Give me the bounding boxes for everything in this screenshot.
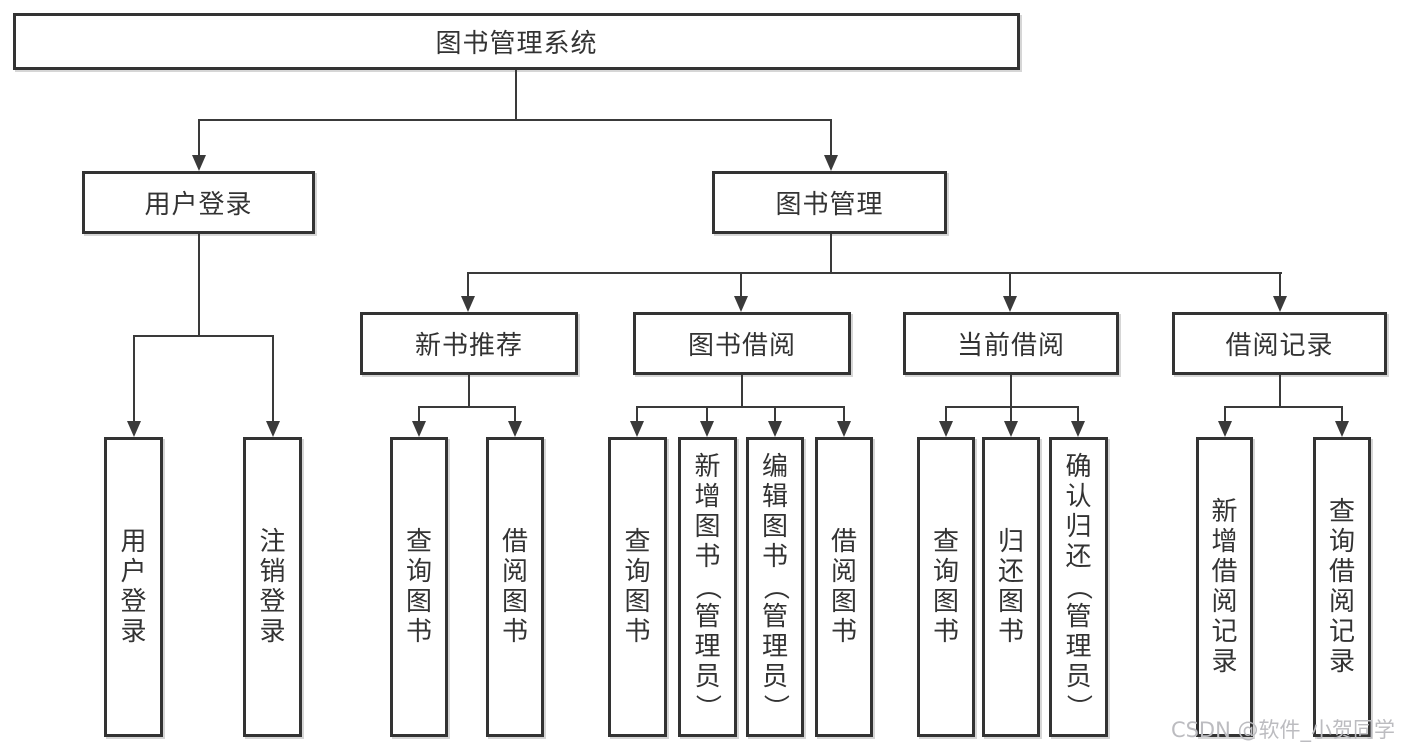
connector [515,70,517,120]
leaf-add-borrow-record: 新增借阅记录 [1196,437,1253,737]
connector [418,406,516,408]
connector [945,406,947,422]
arrowhead-icon [1003,296,1017,312]
connector [272,335,274,422]
arrowhead-icon [508,421,522,437]
leaf-edit-books-admin: 编辑图书（管理员） [746,437,804,737]
arrowhead-icon [1071,421,1085,437]
leaf-query-books: 查询图书 [608,437,667,737]
leaf-borrow-books: 借阅图书 [815,437,873,737]
connector [636,406,638,422]
connector [133,335,274,337]
node-book-borrowing: 图书借阅 [633,312,851,375]
node-book-management: 图书管理 [712,171,947,234]
node-label: 用户登录 [144,190,253,220]
connector [1010,406,1012,422]
node-label: 借阅记录 [1225,331,1334,361]
arrowhead-icon [734,296,748,312]
leaf-borrow-books: 借阅图书 [486,437,544,737]
arrowhead-icon [461,296,475,312]
node-user-login: 用户登录 [82,171,315,234]
arrowhead-icon [1273,296,1287,312]
connector [1077,406,1079,422]
connector [198,234,200,337]
arrowhead-icon [700,421,714,437]
connector [1279,375,1281,408]
connector [1224,406,1226,422]
node-library-management-system: 图书管理系统 [13,13,1020,70]
node-label: 新书推荐 [414,331,523,361]
leaf-return-books: 归还图书 [982,437,1040,737]
arrowhead-icon [1004,421,1018,437]
leaf-query-books: 查询图书 [917,437,975,737]
connector [843,406,845,422]
leaf-add-books-admin: 新增图书（管理员） [678,437,737,737]
connector [1009,272,1011,298]
node-new-book-recommend: 新书推荐 [360,312,578,375]
node-current-borrowing: 当前借阅 [903,312,1119,375]
arrowhead-icon [412,421,426,437]
node-borrow-records: 借阅记录 [1172,312,1387,375]
watermark: CSDN @软件_小贺同学 [1170,718,1395,742]
connector [514,406,516,422]
leaf-query-books: 查询图书 [390,437,448,737]
connector [774,406,776,422]
node-label: 图书管理 [775,190,884,220]
connector [1279,272,1281,298]
arrowhead-icon [127,421,141,437]
arrowhead-icon [630,421,644,437]
leaf-confirm-return-admin: 确认归还（管理员） [1049,437,1108,737]
connector [198,119,832,121]
connector [1010,375,1012,408]
node-label: 图书管理系统 [435,29,598,59]
node-label: 当前借阅 [956,331,1065,361]
leaf-logout: 注销登录 [243,437,302,737]
connector [1341,406,1343,422]
connector [830,234,832,274]
connector [740,272,742,298]
arrowhead-icon [824,155,838,171]
arrowhead-icon [1335,421,1349,437]
connector [636,406,844,408]
connector [830,119,832,158]
connector [198,119,200,158]
arrowhead-icon [192,155,206,171]
connector [418,406,420,422]
arrowhead-icon [837,421,851,437]
connector [1224,406,1343,408]
arrowhead-icon [266,421,280,437]
leaf-user-login: 用户登录 [104,437,163,737]
connector [468,375,470,408]
arrowhead-icon [768,421,782,437]
arrowhead-icon [939,421,953,437]
connector [741,375,743,408]
leaf-query-borrow-record: 查询借阅记录 [1313,437,1371,737]
connector [467,272,1282,274]
arrowhead-icon [1218,421,1232,437]
connector [945,406,1079,408]
connector [706,406,708,422]
node-label: 图书借阅 [687,331,796,361]
connector [133,335,135,422]
connector [467,272,469,298]
